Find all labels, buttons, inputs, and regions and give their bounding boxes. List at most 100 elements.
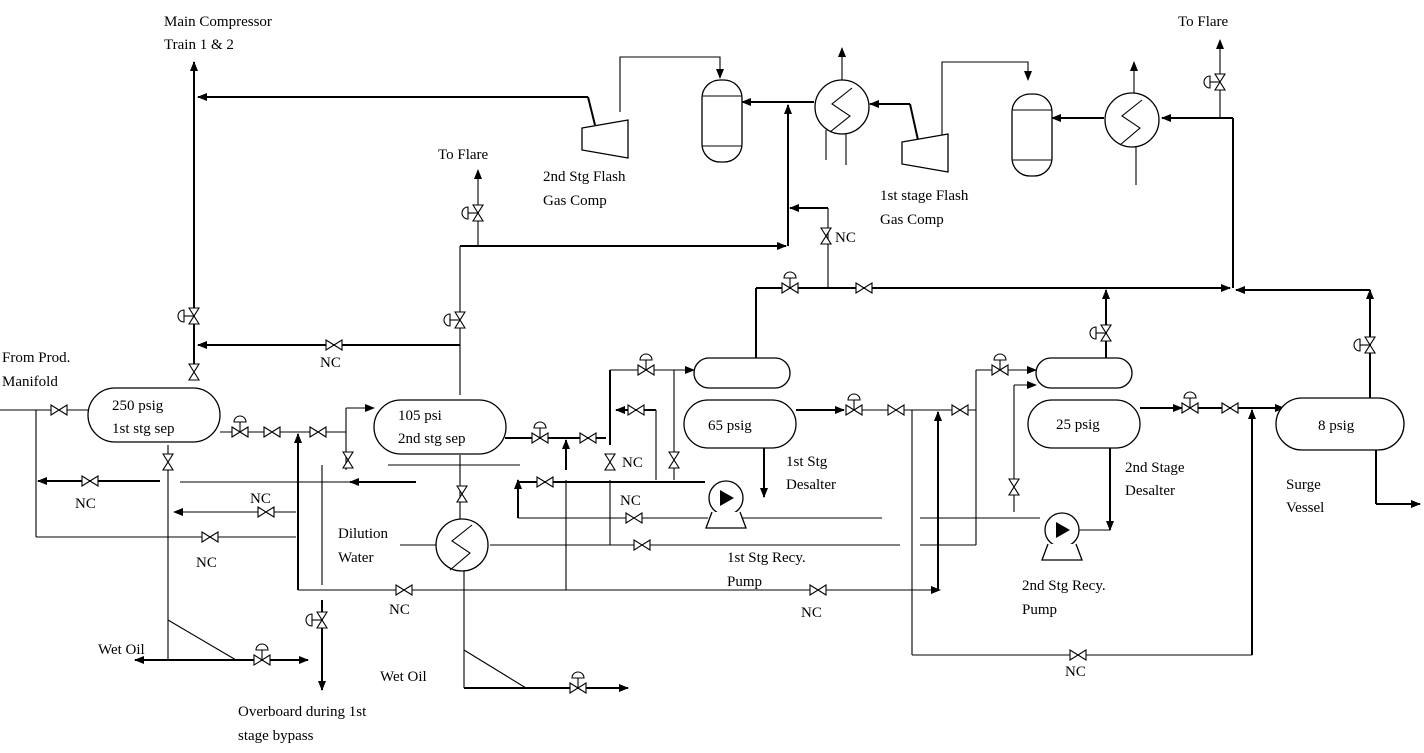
second-stage-separator (373, 399, 507, 455)
desalter1-inlet-control-valve[interactable] (637, 353, 655, 376)
desalter2-drop-valve[interactable] (1008, 478, 1020, 496)
pump1-base (705, 511, 747, 529)
from-prod-label: Manifold (2, 374, 58, 390)
nc-valve-mid[interactable] (257, 506, 275, 518)
surge-vessel-label: Vessel (1286, 500, 1324, 516)
sep1-drop-valve[interactable] (342, 451, 354, 469)
desalter1-oil-control-valve[interactable] (845, 393, 863, 416)
surge-gas-control-valve[interactable] (1353, 336, 1376, 354)
pipe-comp2-discharge (619, 56, 724, 112)
overboard-label: Overboard during 1st (238, 704, 367, 720)
desalter1-gas-control-valve[interactable] (781, 271, 799, 294)
second-stg-recy-pump-label: 2nd Stg Recy. (1022, 578, 1106, 594)
second-stg-flash-label: Gas Comp (543, 193, 607, 209)
pipe-comp1-feed (909, 103, 919, 141)
cooler-2nd-stage (814, 79, 870, 135)
nc-valve-low[interactable] (201, 531, 219, 543)
nc-valve-sep-crossover[interactable] (325, 339, 343, 351)
hx-outlet-valve[interactable] (633, 539, 651, 551)
pipe-wet-oil-diag (167, 619, 237, 661)
pipe-to-comp2 (587, 96, 596, 126)
desalter1-drop-valve[interactable] (668, 451, 680, 469)
sep2-oil-control-valve[interactable] (531, 421, 549, 444)
sep2-oil-valve[interactable] (579, 432, 597, 444)
second-stage-desalter-label: 2nd Stage (1125, 460, 1185, 476)
first-stage-separator (87, 387, 221, 443)
nc-tag: NC (835, 230, 856, 246)
sep2-pressure: 105 psi (398, 408, 442, 424)
first-stage-flash-label: 1st stage Flash (880, 188, 969, 204)
nc-valve-desalter1-drain[interactable] (604, 453, 616, 471)
nc-valve-bottom[interactable] (1069, 649, 1087, 661)
cooler-1st-stage (1104, 92, 1160, 148)
sep1-water-valve[interactable] (162, 453, 174, 471)
first-stg-recy-pump-label: 1st Stg Recy. (727, 550, 806, 566)
desalter2-inlet-valve[interactable] (951, 404, 969, 416)
flare-control-valve-top[interactable] (1203, 73, 1226, 91)
second-stg-recy-pump-label: Pump (1022, 602, 1057, 618)
nc-tag: NC (801, 605, 822, 621)
to-flare-label-top: To Flare (1178, 14, 1229, 30)
nc-valve-gas-bypass[interactable] (820, 227, 832, 245)
inlet-valve[interactable] (50, 404, 68, 416)
first-stg-recy-pump-label: Pump (727, 574, 762, 590)
surge-inlet-valve[interactable] (1221, 402, 1239, 414)
wet-oil-control-valve-bottom[interactable] (569, 671, 587, 694)
desalter2-inlet-control-valve[interactable] (991, 353, 1009, 376)
flare-control-valve-mid[interactable] (461, 204, 484, 222)
desalter2-oil-control-valve[interactable] (1181, 391, 1199, 414)
second-stage-desalter-label: Desalter (1125, 483, 1175, 499)
nc-valve-pump1-suction[interactable] (625, 512, 643, 524)
nc-tag: NC (320, 355, 341, 371)
pump1-loop-valve[interactable] (536, 476, 554, 488)
desalter1-oil-valve[interactable] (887, 404, 905, 416)
overboard-label: stage bypass (238, 728, 314, 744)
flash-drum-2 (701, 79, 743, 163)
first-stage-flash-label: Gas Comp (880, 212, 944, 228)
second-stage-desalter (1027, 399, 1141, 449)
nc-tag: NC (622, 455, 643, 471)
flash-drum-1 (1011, 93, 1053, 177)
wet-oil-label-bottom: Wet Oil (380, 669, 427, 685)
dilution-heat-exchanger (435, 518, 489, 572)
desalter1-pressure: 65 psig (708, 418, 752, 434)
main-compressor-label: Train 1 & 2 (164, 37, 234, 53)
pump2-impeller-icon (1056, 522, 1070, 538)
overboard-control-valve[interactable] (305, 611, 328, 629)
first-stg-desalter-label: Desalter (786, 477, 836, 493)
nc-tag: NC (1065, 664, 1086, 680)
pipe-comp1-discharge (941, 61, 1032, 140)
nc-tag: NC (196, 555, 217, 571)
desalter2-gas-control-valve[interactable] (1089, 324, 1112, 342)
sep2-name: 2nd stg sep (398, 431, 466, 447)
nc-tag: NC (250, 491, 271, 507)
wet-oil-control-valve-left[interactable] (253, 643, 271, 666)
second-stage-flash-compressor (581, 119, 629, 159)
pipe-wet-oil-diag2 (463, 649, 527, 689)
lp-gas-header-valve[interactable] (855, 282, 873, 294)
desalter2-pressure: 25 psig (1056, 417, 1100, 433)
sep1-outlet-valve[interactable] (263, 426, 281, 438)
cooler-2-coil-icon (829, 87, 853, 133)
sep1-outlet-control-valve[interactable] (231, 415, 249, 438)
desalter1-return-valve[interactable] (627, 404, 645, 416)
sep2-inlet-valve[interactable] (309, 426, 327, 438)
sep2-water-valve[interactable] (456, 485, 468, 503)
sep2-gas-control-valve[interactable] (443, 311, 466, 329)
first-stg-desalter-label: 1st Stg (786, 454, 828, 470)
sep1-gas-valve[interactable] (188, 363, 200, 381)
sep1-gas-control-valve[interactable] (177, 307, 200, 325)
nc-valve-return[interactable] (81, 475, 99, 487)
nc-valve-long-right[interactable] (809, 584, 827, 596)
nc-valve-long[interactable] (395, 584, 413, 596)
wet-oil-label-left: Wet Oil (98, 642, 145, 658)
pump1-impeller-icon (720, 490, 734, 506)
nc-tag: NC (75, 496, 96, 512)
surge-pressure: 8 psig (1318, 418, 1355, 434)
pump2-base (1041, 543, 1083, 561)
nc-tag: NC (620, 493, 641, 509)
surge-vessel-label: Surge (1286, 477, 1321, 493)
sep1-name: 1st stg sep (112, 421, 175, 437)
main-compressor-label: Main Compressor (164, 14, 272, 30)
